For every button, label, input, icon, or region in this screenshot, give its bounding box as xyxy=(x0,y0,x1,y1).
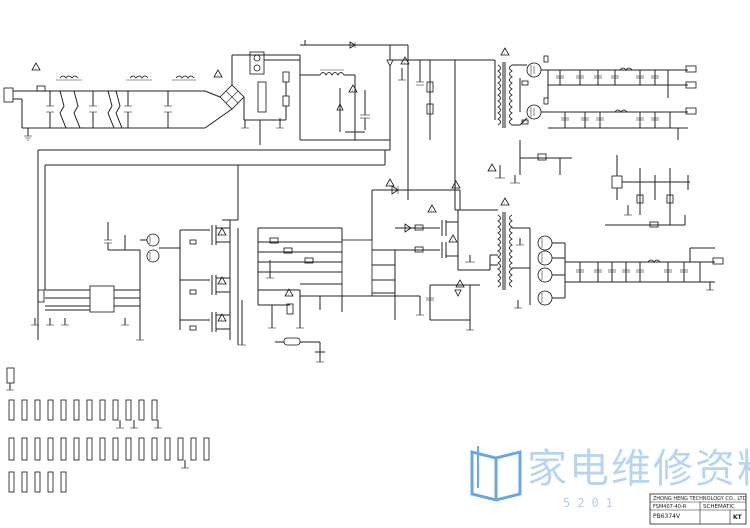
ac-input-filter: ! ! xyxy=(3,62,223,141)
svg-text:!: ! xyxy=(459,284,460,288)
warning-icon: ! xyxy=(385,178,395,187)
warning-icon: ! xyxy=(348,84,358,93)
warning-icon: ! xyxy=(427,204,437,213)
warning-icon: ! xyxy=(500,197,510,206)
svg-text:!: ! xyxy=(35,67,36,71)
test-point xyxy=(6,367,15,384)
svg-text:!: ! xyxy=(221,281,222,285)
optocoupler xyxy=(611,175,623,189)
svg-text:!: ! xyxy=(352,89,353,93)
svg-text:!: ! xyxy=(404,61,405,65)
output-connector xyxy=(685,65,697,73)
bridge-rectifier xyxy=(204,54,300,129)
svg-text:!: ! xyxy=(455,185,456,189)
watermark: 家电维修资料网 5201 xyxy=(470,446,750,510)
watermark-text: 家电维修资料网 xyxy=(527,446,750,492)
output-connector xyxy=(712,257,724,265)
warning-icon: ! xyxy=(31,62,41,71)
warning-icon: ! xyxy=(213,69,223,78)
warning-icon: ! xyxy=(284,288,294,297)
warning-icon: ! xyxy=(217,276,227,285)
svg-text:!: ! xyxy=(504,52,505,56)
backlight-transformer: ! xyxy=(490,197,530,290)
mosfet-symbol xyxy=(537,290,553,306)
svg-text:!: ! xyxy=(288,293,289,297)
feedback-section: ! xyxy=(487,140,690,228)
svg-text:!: ! xyxy=(504,202,505,206)
common-mode-chokes xyxy=(56,75,196,129)
ac-input-connector xyxy=(3,87,14,103)
part-number: PB6374V xyxy=(653,513,681,520)
output-rail-3 xyxy=(565,247,724,291)
x-capacitors xyxy=(46,91,172,128)
fuse xyxy=(36,85,46,92)
mosfet-symbol xyxy=(537,235,553,251)
pfc-section: ! ! xyxy=(241,41,424,200)
company-name: ZHONG HENG TECHNOLOGY CO., LTD xyxy=(653,496,747,502)
svg-text:!: ! xyxy=(452,239,453,243)
watermark-number: 5201 xyxy=(563,496,620,510)
warning-icon: ! xyxy=(448,234,458,243)
document-type: SCHEMATIC xyxy=(703,504,735,510)
svg-text:!: ! xyxy=(491,168,492,172)
svg-text:!: ! xyxy=(431,209,432,213)
fuse xyxy=(283,337,301,346)
pfc-mosfets: ! ! ! xyxy=(179,165,246,346)
warning-icon: ! xyxy=(455,279,465,288)
output-connector xyxy=(685,107,697,115)
revision: KT xyxy=(733,514,743,521)
svg-text:!: ! xyxy=(217,74,218,78)
warning-icon: ! xyxy=(217,313,227,322)
output-rail-2 xyxy=(548,107,697,140)
output-connector xyxy=(685,81,697,89)
mosfet-symbol xyxy=(537,250,553,266)
output-rail-1 xyxy=(548,65,697,98)
transistor-symbol xyxy=(146,233,160,247)
pfc-controller xyxy=(31,140,391,341)
test-point-row-2 xyxy=(8,437,210,469)
warning-icon: ! xyxy=(500,47,510,56)
title-block: ZHONG HENG TECHNOLOGY CO., LTD FSM407-40… xyxy=(649,493,747,525)
book-logo-icon xyxy=(470,446,522,502)
main-transformer: ! xyxy=(497,47,520,128)
pfc-ic xyxy=(89,285,115,313)
model-number: FSM407-40-R xyxy=(653,504,687,510)
output-diodes-lower xyxy=(514,228,566,309)
llc-ic xyxy=(341,239,373,297)
primary-rail xyxy=(390,59,498,211)
warning-icon: ! xyxy=(217,227,227,236)
mosfet-symbol xyxy=(537,267,553,283)
svg-text:!: ! xyxy=(389,183,390,187)
warning-icon: ! xyxy=(451,180,461,189)
pfc-relay xyxy=(249,51,265,75)
test-point-row-3 xyxy=(8,471,67,493)
svg-text:!: ! xyxy=(221,318,222,322)
transistor-symbol xyxy=(146,249,160,263)
warning-icon: ! xyxy=(487,163,497,172)
test-point-grid xyxy=(6,367,210,493)
svg-text:!: ! xyxy=(221,232,222,236)
llc-controller: ! ! ! ! xyxy=(257,178,491,363)
sync-rectifier-upper xyxy=(519,55,549,126)
test-point-row-1 xyxy=(8,399,162,429)
